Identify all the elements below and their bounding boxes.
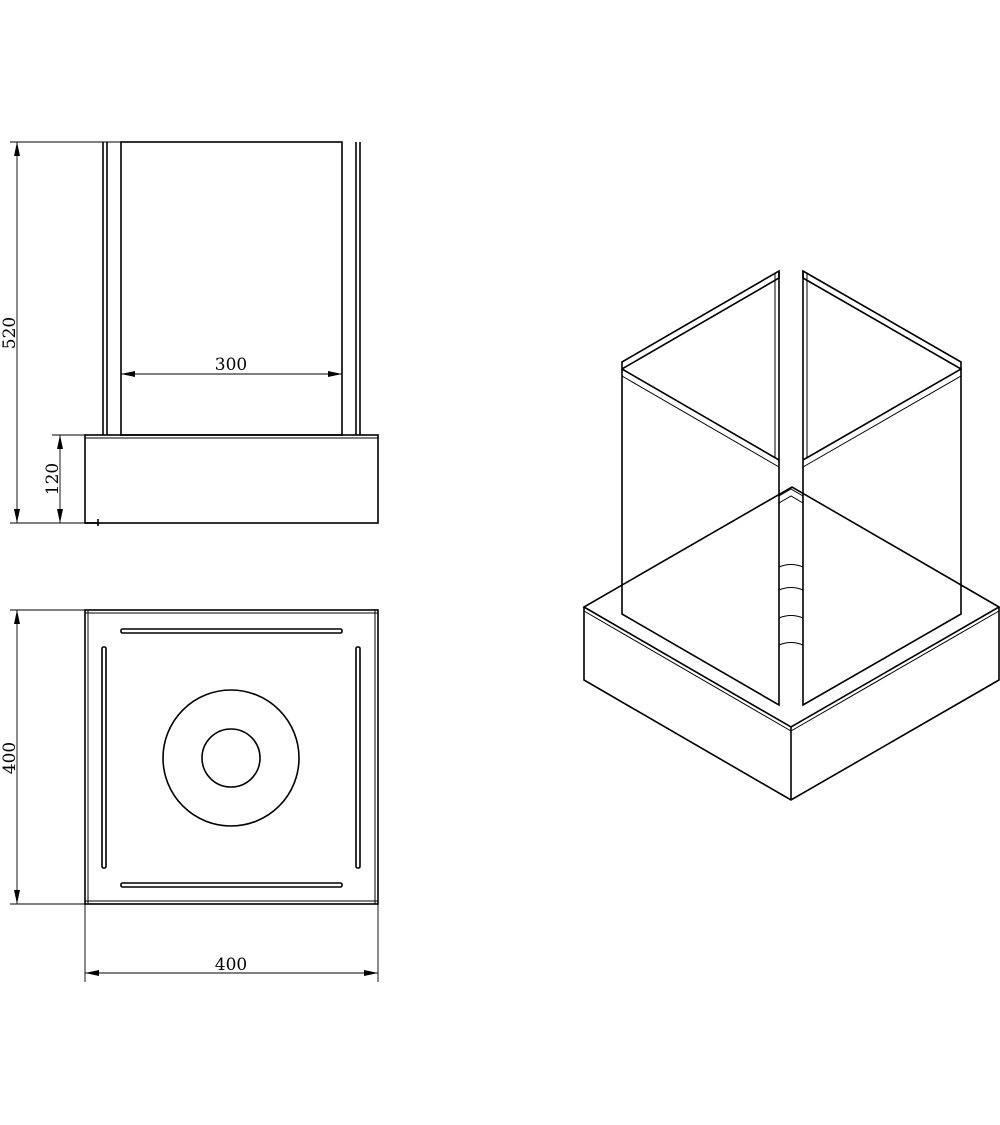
dimension-120-label: 120 (43, 463, 63, 495)
iso-base (582, 486, 1000, 801)
front-base (84, 434, 379, 524)
dimension-300-label: 300 (215, 355, 247, 375)
iso-right-glass (802, 269, 962, 707)
dimension-400-depth: 400 (0, 609, 85, 905)
top-slot-west (101, 646, 107, 869)
dimension-520-label: 520 (0, 317, 20, 349)
isometric-view (582, 269, 1000, 801)
iso-burner (778, 488, 804, 660)
dimension-400-width: 400 (84, 904, 379, 982)
top-slot-north (120, 628, 343, 634)
top-view (84, 609, 379, 905)
front-view (84, 141, 379, 526)
top-slot-south (120, 882, 343, 888)
burner-outer-ring (162, 689, 300, 827)
front-panel (120, 141, 343, 436)
dimension-300: 300 (121, 355, 342, 377)
burner-inner-ring (201, 728, 261, 788)
dimension-520: 520 (0, 141, 121, 524)
top-slot-east (355, 646, 361, 869)
iso-left-glass (621, 269, 780, 707)
dimension-400-depth-label: 400 (0, 742, 20, 774)
dimension-400-width-label: 400 (215, 955, 247, 975)
top-outline (84, 609, 379, 905)
dimension-120: 120 (43, 434, 85, 523)
